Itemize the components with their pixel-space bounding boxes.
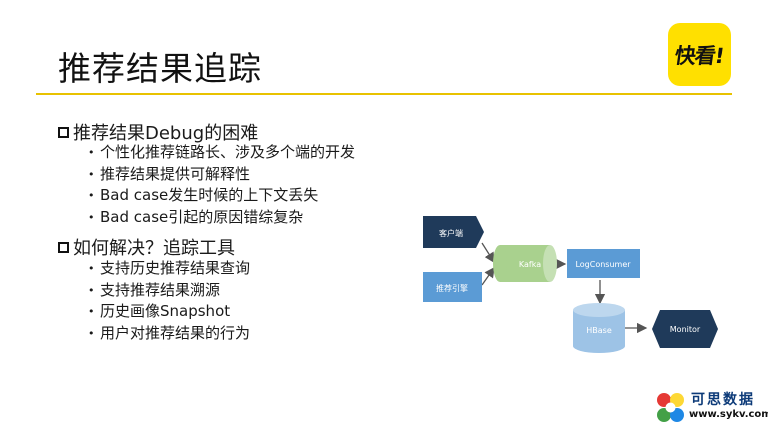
section-heading: 推荐结果Debug的困难 (73, 123, 259, 144)
section-heading: 如何解决？追踪工具 (73, 238, 235, 259)
kafka-node: Kafka (493, 245, 557, 282)
hbase-node: HBase (573, 303, 625, 353)
list-item: 历史画像Snapshot (88, 301, 250, 323)
list-item: 支持历史推荐结果查询 (88, 258, 250, 280)
title-underline (36, 93, 732, 95)
watermark-url: www.sykv.com (689, 409, 768, 420)
section-solution: 如何解决？追踪工具 (58, 234, 235, 260)
watermark: 可思数据 www.sykv.com (653, 389, 768, 427)
list-item: 支持推荐结果溯源 (88, 280, 250, 302)
logconsumer-node: LogConsumer (567, 249, 640, 278)
watermark-title: 可思数据 (691, 392, 755, 408)
kuaikan-logo: 快看! (668, 23, 731, 86)
slide-title: 推荐结果追踪 (58, 49, 262, 88)
list-item: Bad case引起的原因错综复杂 (88, 207, 355, 229)
recommend-engine-node: 推荐引擎 (423, 272, 482, 302)
logconsumer-label: LogConsumer (575, 260, 631, 269)
engine-label: 推荐引擎 (436, 283, 468, 293)
arrow-client-to-kafka (481, 242, 495, 264)
square-bullet-icon (58, 241, 69, 253)
list-item: 推荐结果提供可解释性 (88, 164, 355, 186)
list-item: Bad case发生时候的上下文丢失 (88, 185, 355, 207)
section-debug-difficulties: 推荐结果Debug的困难 (58, 119, 258, 145)
client-node: 客户端 (423, 216, 484, 248)
list-item: 用户对推荐结果的行为 (88, 323, 250, 345)
arrow-engine-to-kafka (481, 266, 495, 286)
list-item: 个性化推荐链路长、涉及多个端的开发 (88, 142, 355, 164)
hbase-label: HBase (586, 326, 612, 335)
square-bullet-icon (58, 126, 69, 138)
client-label: 客户端 (439, 228, 463, 238)
monitor-node: Monitor (652, 310, 718, 348)
watermark-logo-icon (657, 393, 684, 422)
kafka-label: Kafka (519, 260, 541, 269)
monitor-label: Monitor (670, 325, 701, 334)
difficulty-list: 个性化推荐链路长、涉及多个端的开发 推荐结果提供可解释性 Bad case发生时… (88, 142, 355, 228)
solution-list: 支持历史推荐结果查询 支持推荐结果溯源 历史画像Snapshot 用户对推荐结果… (88, 258, 250, 344)
